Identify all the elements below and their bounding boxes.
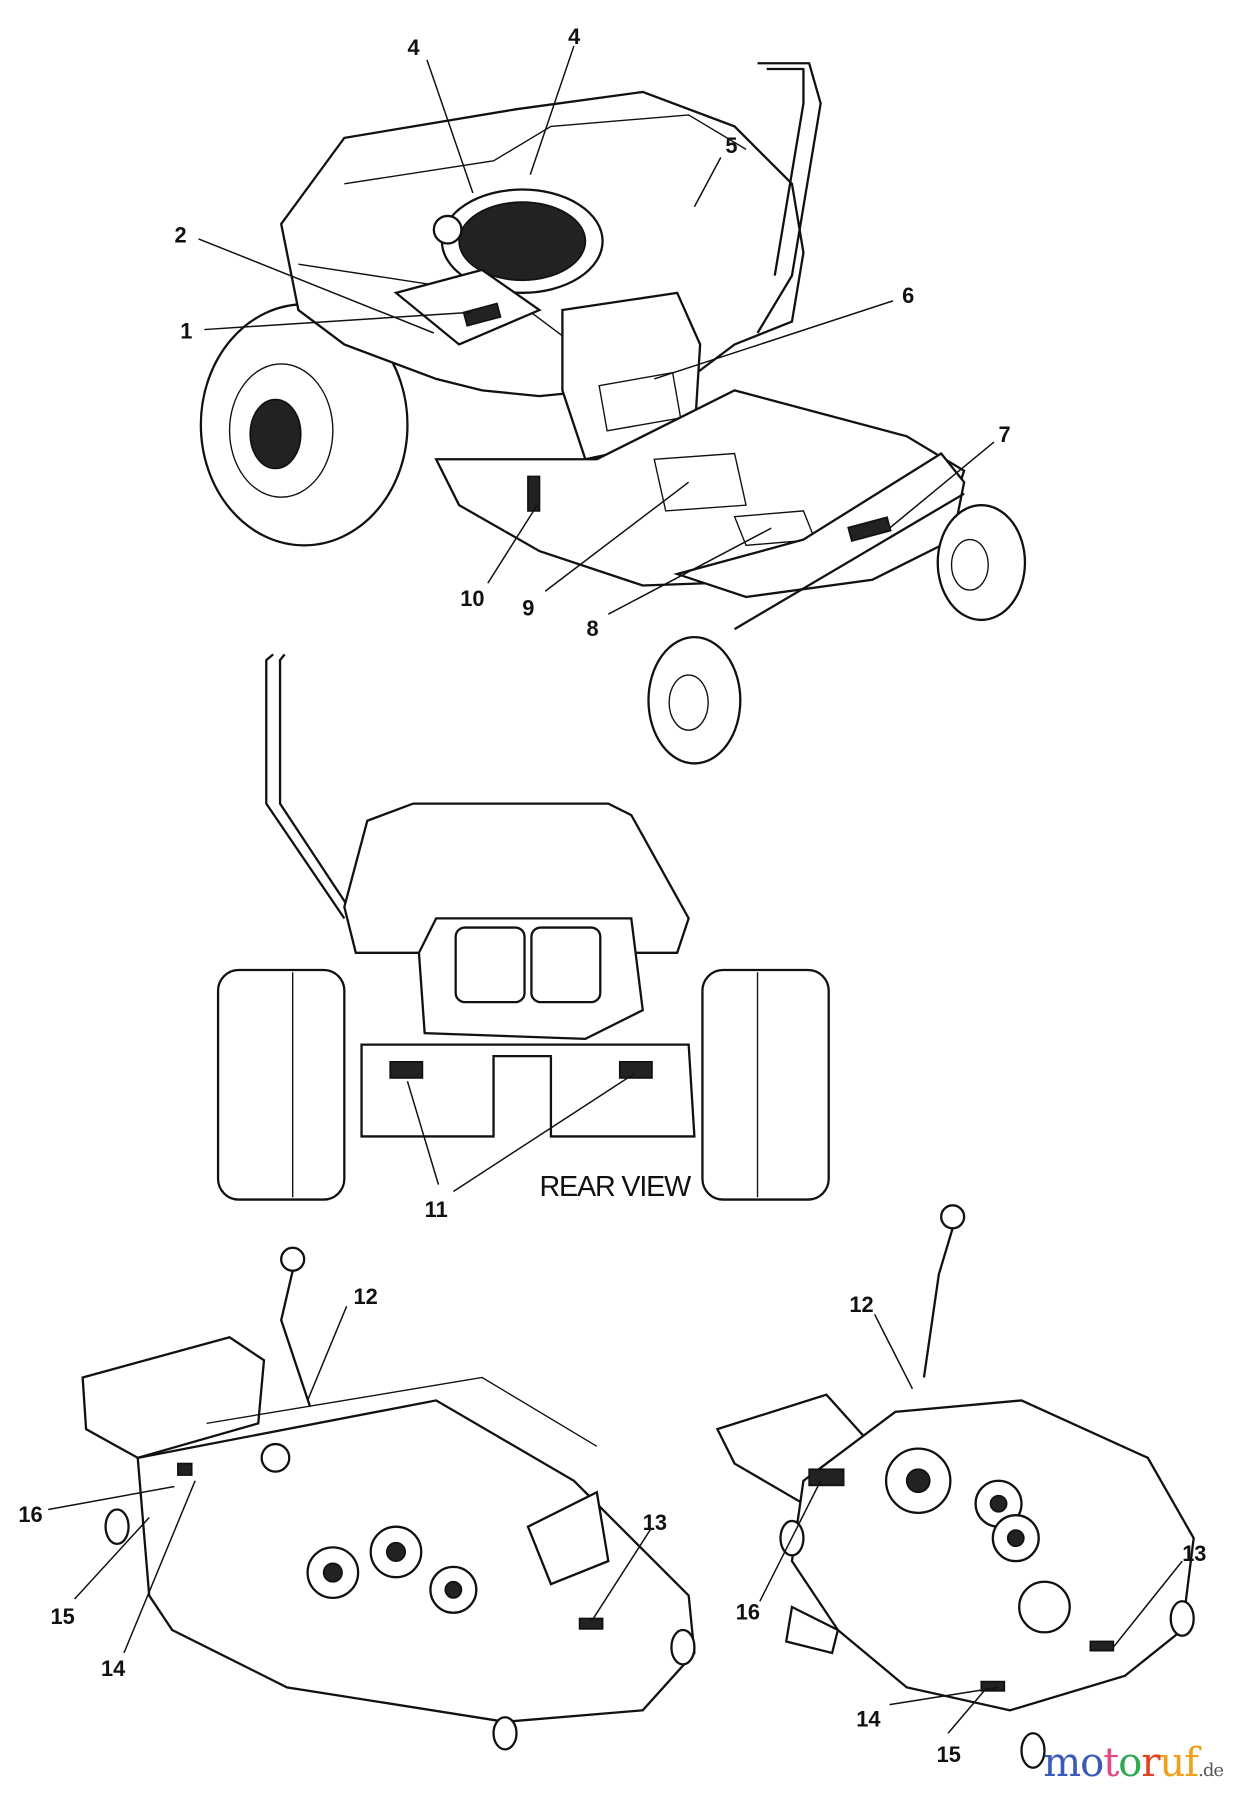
rider-isometric-view <box>199 62 1027 765</box>
watermark-letter: r <box>1141 1740 1160 1786</box>
deck-right-view: 12 13 16 14 15 <box>715 1204 1206 1769</box>
watermark-letter: o <box>1080 1740 1104 1786</box>
callouts-top: 4 4 5 2 1 6 7 10 9 8 <box>174 24 1010 641</box>
deck-left-view: 12 16 13 15 14 <box>18 1246 696 1751</box>
callout-5: 5 <box>725 133 737 158</box>
callout-8: 8 <box>587 616 599 641</box>
callout-13-left: 13 <box>643 1510 667 1535</box>
callout-10: 10 <box>460 586 484 611</box>
callout-12-left: 12 <box>354 1284 378 1309</box>
callout-6: 6 <box>902 283 914 308</box>
callout-4b: 4 <box>568 24 580 49</box>
callout-16-right: 16 <box>736 1600 760 1625</box>
watermark-letter: m <box>1043 1740 1081 1786</box>
rear-view-label: REAR VIEW <box>539 1171 691 1203</box>
watermark-logo: motoruf.de <box>1043 1740 1224 1786</box>
callout-14-right: 14 <box>856 1706 880 1731</box>
callout-7: 7 <box>999 422 1011 447</box>
callout-16-left: 16 <box>18 1502 42 1527</box>
callout-15-left: 15 <box>51 1604 75 1629</box>
callout-2: 2 <box>174 222 186 247</box>
watermark-letter: u <box>1159 1740 1186 1786</box>
watermark-letter: f <box>1184 1740 1199 1786</box>
rider-rear-view: 11 REAR VIEW <box>216 653 830 1222</box>
callout-11: 11 <box>425 1197 448 1222</box>
callout-15-right: 15 <box>937 1742 961 1767</box>
watermark-letter: o <box>1118 1740 1142 1786</box>
callout-9: 9 <box>522 595 534 620</box>
callout-12-right: 12 <box>849 1292 873 1317</box>
callout-4a: 4 <box>407 35 419 60</box>
callout-13-right: 13 <box>1182 1541 1206 1566</box>
callout-1: 1 <box>180 319 192 344</box>
callout-14-left: 14 <box>101 1656 125 1681</box>
watermark-suffix: .de <box>1198 1760 1224 1781</box>
watermark-letter: t <box>1103 1740 1119 1786</box>
